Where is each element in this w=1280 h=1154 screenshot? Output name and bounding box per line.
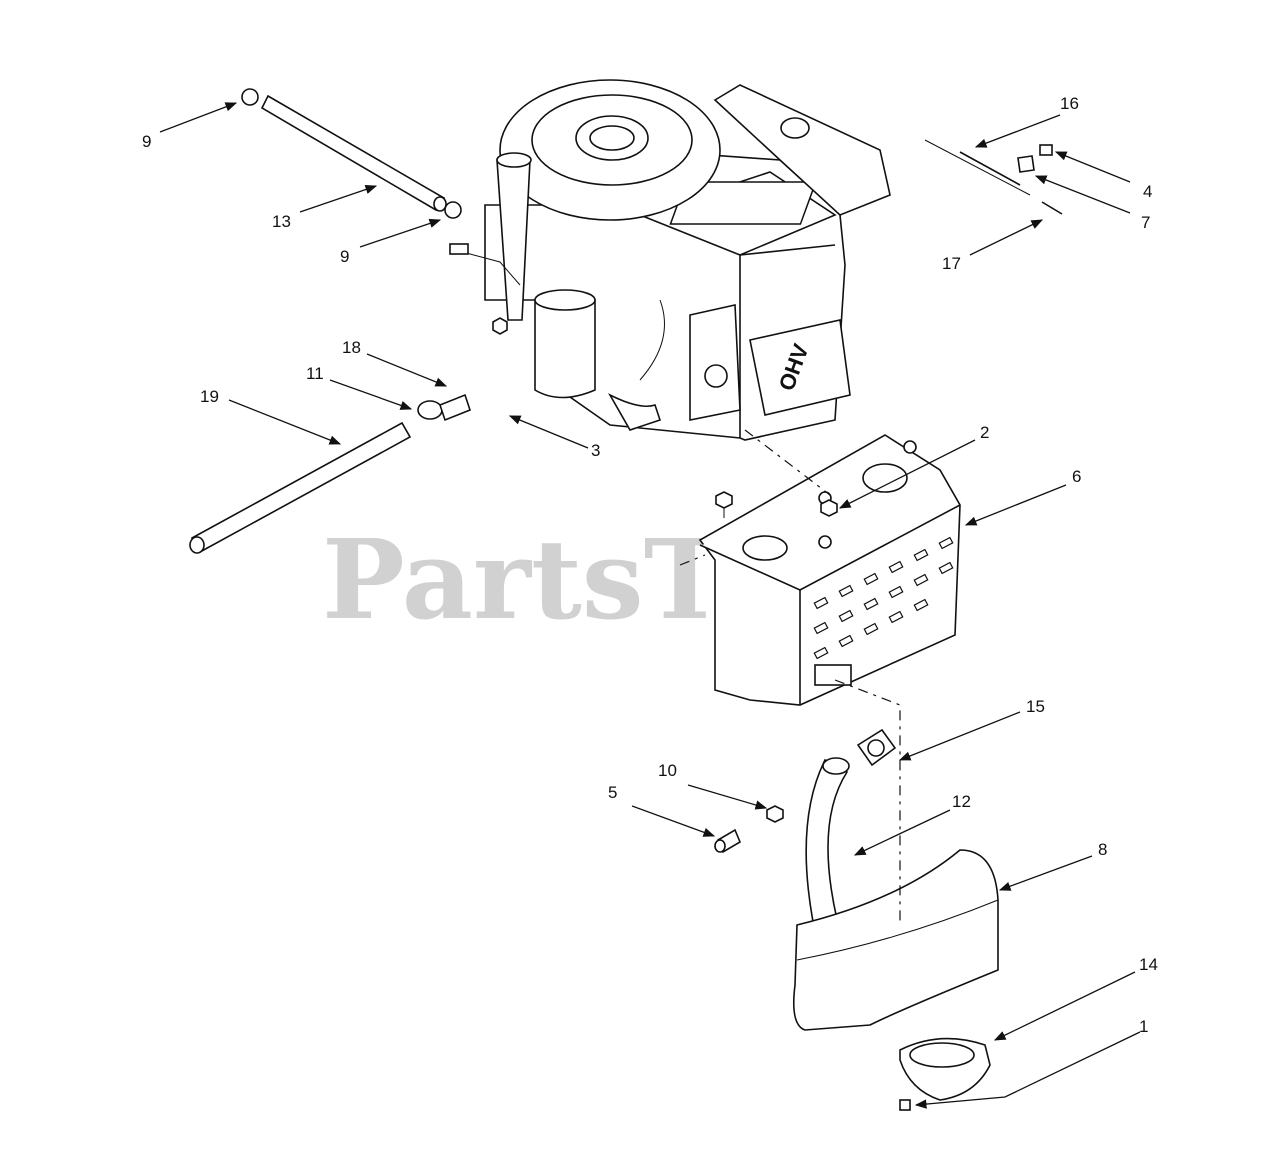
bolt-4[interactable] xyxy=(1039,144,1053,156)
callout-2: 2 xyxy=(980,423,989,442)
leader-lines xyxy=(159,102,1141,1109)
bolt-2-left[interactable] xyxy=(715,491,733,518)
fuel-filter-18[interactable] xyxy=(439,393,471,422)
bracket-7[interactable] xyxy=(1017,155,1035,173)
screw-5[interactable] xyxy=(714,828,742,854)
callout-14: 14 xyxy=(1139,955,1158,974)
bolt-2-right[interactable] xyxy=(820,499,838,517)
callout-6: 6 xyxy=(1072,467,1081,486)
fuel-line-lower[interactable] xyxy=(189,421,412,554)
callout-3: 3 xyxy=(591,441,600,460)
hose-clamp-upper[interactable] xyxy=(241,88,259,106)
callout-9-top: 9 xyxy=(142,132,151,151)
spring-16[interactable] xyxy=(924,139,1031,196)
hose-clamp-11[interactable] xyxy=(417,400,443,420)
callout-7: 7 xyxy=(1141,213,1150,232)
callout-15: 15 xyxy=(1026,697,1045,716)
callout-19: 19 xyxy=(200,387,219,406)
gasket-15[interactable] xyxy=(856,728,897,767)
callout-17: 17 xyxy=(942,254,961,273)
callout-9-lower: 9 xyxy=(340,247,349,266)
callout-4: 4 xyxy=(1143,182,1152,201)
callout-12: 12 xyxy=(952,792,971,811)
callout-labels: 9 13 9 18 11 19 3 16 4 7 17 2 6 15 10 5 … xyxy=(142,94,1158,1036)
fuel-line-upper[interactable] xyxy=(260,94,447,212)
engine-assembly[interactable]: OHV xyxy=(449,79,891,441)
heat-shield[interactable] xyxy=(698,434,961,706)
screw-1[interactable] xyxy=(899,1099,911,1111)
deflector-14[interactable] xyxy=(899,1037,991,1101)
hose-clamp-lower[interactable] xyxy=(444,201,462,219)
callout-13: 13 xyxy=(272,212,291,231)
callout-18: 18 xyxy=(342,338,361,357)
callout-16: 16 xyxy=(1060,94,1079,113)
callout-10: 10 xyxy=(658,761,677,780)
callout-5: 5 xyxy=(608,783,617,802)
spring-17[interactable] xyxy=(1041,201,1063,215)
callout-11: 11 xyxy=(306,364,324,383)
muffler-8[interactable] xyxy=(792,849,999,1031)
nut-10[interactable] xyxy=(766,805,784,823)
nut-3[interactable] xyxy=(492,317,508,335)
callout-8: 8 xyxy=(1098,840,1107,859)
callout-1: 1 xyxy=(1139,1017,1148,1036)
